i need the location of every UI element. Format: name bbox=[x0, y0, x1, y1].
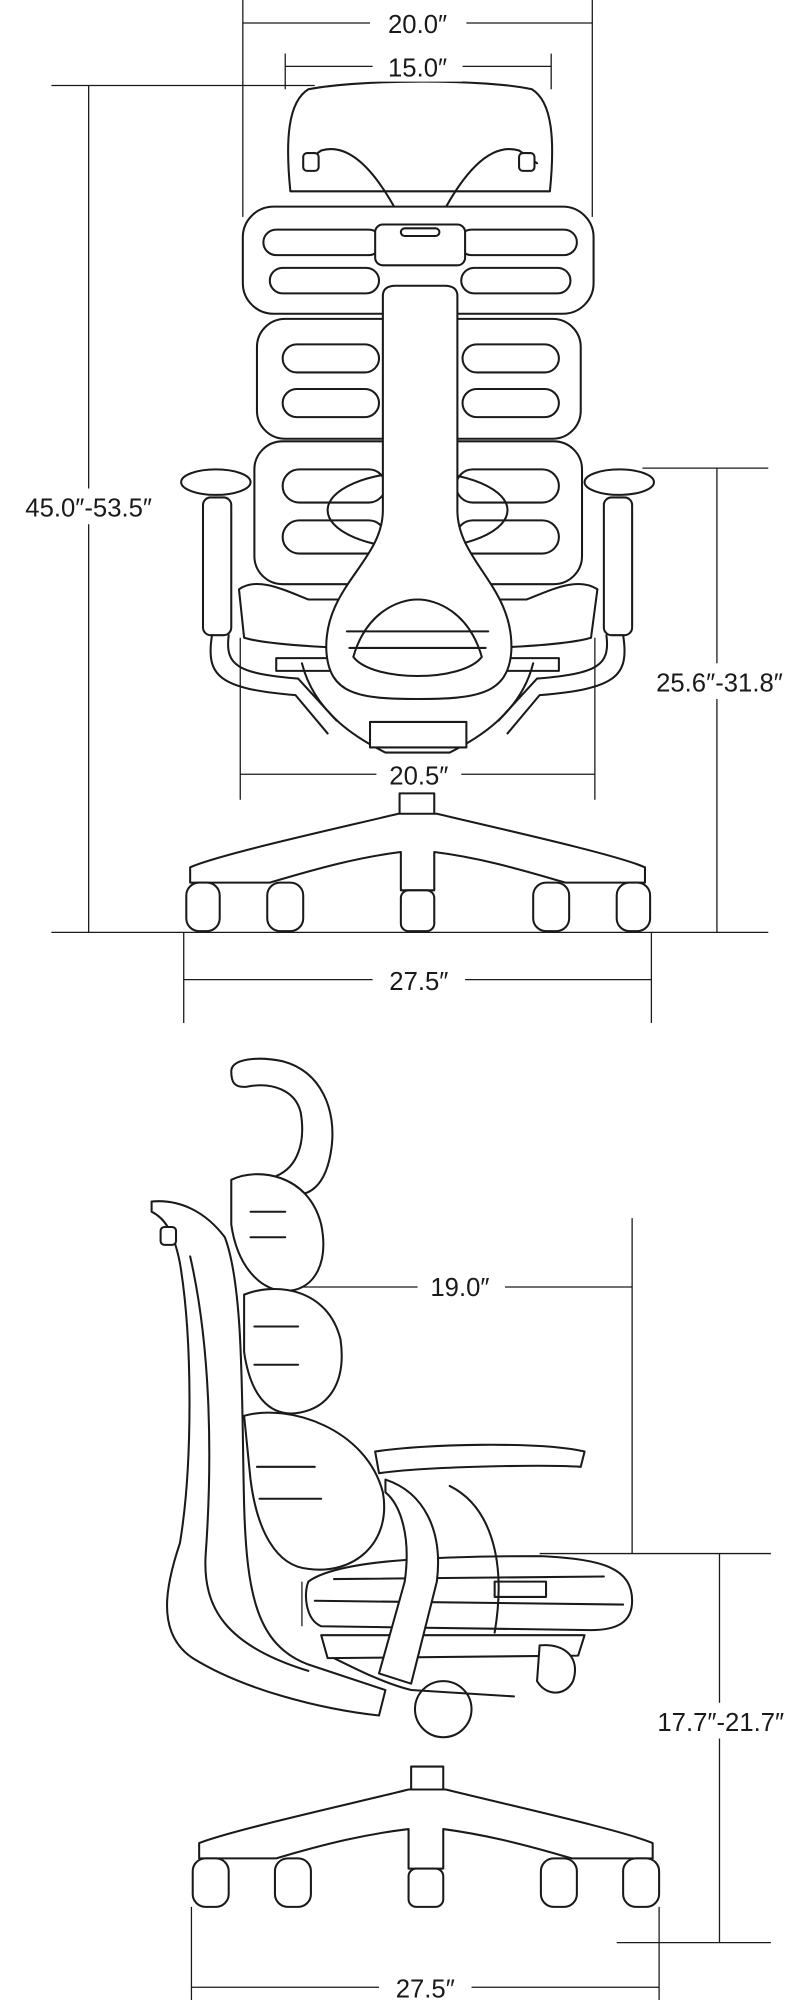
front-view-chair bbox=[180, 80, 655, 933]
dim-seat-depth: 19.0″ bbox=[301, 1218, 633, 1627]
dim-side-base-width: 27.5″ bbox=[190, 1906, 660, 2000]
side-headrest bbox=[230, 1057, 334, 1196]
front-headrest bbox=[287, 80, 554, 193]
side-mechanism-knob bbox=[413, 1680, 473, 1739]
side-back-middle bbox=[243, 1288, 343, 1415]
side-back-upper bbox=[230, 1173, 325, 1292]
front-armrest-left bbox=[180, 468, 338, 735]
label-headrest-width: 15.0″ bbox=[388, 55, 447, 83]
dim-overall-width: 20.0″ bbox=[242, 0, 593, 217]
label-seat-height: 17.7″-21.7″ bbox=[657, 1709, 784, 1737]
dim-front-base-width: 27.5″ bbox=[183, 932, 653, 1023]
label-overall-width: 20.0″ bbox=[388, 11, 447, 39]
dim-overall-height: 45.0″-53.5″ bbox=[2, 84, 315, 933]
dim-armrest-height: 25.6″-31.8″ bbox=[639, 467, 801, 933]
dim-headrest-width: 15.0″ bbox=[284, 51, 552, 90]
side-base bbox=[198, 1788, 654, 1870]
front-armrest-right bbox=[497, 468, 655, 735]
side-seat bbox=[304, 1555, 634, 1632]
front-casters bbox=[185, 881, 652, 933]
side-view-chair bbox=[150, 1057, 661, 1908]
label-side-base-width: 27.5″ bbox=[396, 1976, 455, 2000]
front-base bbox=[189, 812, 646, 892]
side-armrest bbox=[374, 1443, 586, 1475]
front-spine bbox=[325, 284, 513, 700]
dim-seat-width: 20.5″ bbox=[239, 637, 596, 800]
side-casters bbox=[191, 1857, 661, 1908]
side-back-lower bbox=[243, 1411, 386, 1571]
label-armrest-height: 25.6″-31.8″ bbox=[656, 669, 783, 697]
label-seat-width: 20.5″ bbox=[389, 763, 448, 791]
label-front-base-width: 27.5″ bbox=[389, 968, 448, 996]
label-seat-depth: 19.0″ bbox=[430, 1274, 489, 1302]
side-gas-cylinder bbox=[410, 1765, 445, 1791]
label-overall-height: 45.0″-53.5″ bbox=[25, 495, 152, 523]
side-back-frame bbox=[150, 1200, 387, 1717]
dim-seat-height: 17.7″-21.7″ bbox=[539, 1552, 800, 1944]
